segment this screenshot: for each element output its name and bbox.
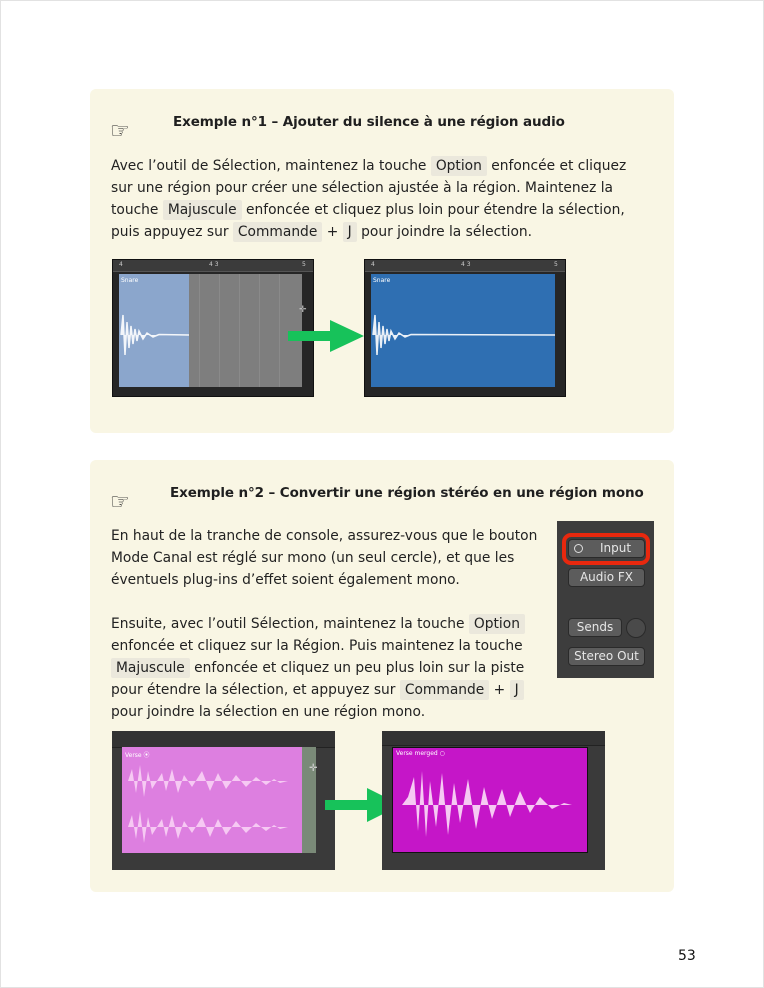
region-label: Verse ⦿: [125, 752, 150, 759]
channel-strip: Input Audio FX Sends Stereo Out: [557, 521, 654, 678]
waveform: [372, 314, 555, 356]
region-label: Snare: [121, 277, 139, 284]
sends-knob[interactable]: [626, 618, 646, 638]
region-label: Verse merged ○: [396, 750, 445, 757]
input-highlight: [562, 533, 650, 565]
waveform: [120, 314, 189, 356]
mono-region-screenshot: Verse merged ○: [382, 731, 605, 870]
key-option: Option: [430, 156, 487, 176]
audio-fx-button[interactable]: Audio FX: [568, 568, 645, 587]
region-before-screenshot: 4 4 3 5 Snare ✛: [112, 259, 314, 397]
key-j: J: [509, 680, 524, 700]
green-arrow-icon: [288, 320, 364, 352]
stereo-out-button[interactable]: Stereo Out: [568, 647, 645, 666]
page-number: 53: [678, 948, 696, 964]
stereo-region: [122, 747, 302, 853]
example-2-heading: Exemple n°2 – Convertir une région stéré…: [170, 485, 644, 501]
example-1-heading: Exemple n°1 – Ajouter du silence à une r…: [173, 114, 565, 130]
key-option: Option: [468, 614, 525, 634]
stereo-region-screenshot: Verse ⦿ ✛: [112, 731, 335, 870]
pointer-cursor-icon: ✛: [299, 305, 307, 315]
example-1-text: Avec l’outil de Sélection, maintenez la …: [111, 156, 627, 242]
pointing-hand-icon: ☞: [110, 490, 130, 515]
mono-circle-icon: [574, 544, 583, 553]
region-label: Snare: [373, 277, 391, 284]
key-shift: Majuscule: [162, 200, 242, 220]
selection-extension: [189, 274, 302, 387]
pointing-hand-icon: ☞: [110, 119, 130, 144]
mono-region: [392, 747, 588, 853]
sends-button[interactable]: Sends: [568, 618, 622, 637]
key-shift: Majuscule: [111, 658, 190, 678]
stereo-waveform: [128, 765, 288, 843]
input-button[interactable]: Input: [568, 539, 645, 558]
key-command: Commande: [232, 222, 323, 242]
region-after-screenshot: 4 4 3 5 Snare: [364, 259, 566, 397]
timeline-ruler: 4 4 3 5: [365, 260, 565, 272]
pointer-cursor-icon: ✛: [309, 763, 318, 774]
example-2-text: Ensuite, avec l’outil Sélection, mainten…: [111, 614, 525, 720]
example-2-intro: En haut de la tranche de console, assure…: [111, 528, 538, 588]
mono-waveform: [402, 771, 572, 837]
timeline-ruler: 4 4 3 5: [113, 260, 313, 272]
key-command: Commande: [399, 680, 490, 700]
key-j: J: [342, 222, 357, 242]
selection-extension: [302, 747, 316, 853]
joined-region: [371, 274, 555, 387]
